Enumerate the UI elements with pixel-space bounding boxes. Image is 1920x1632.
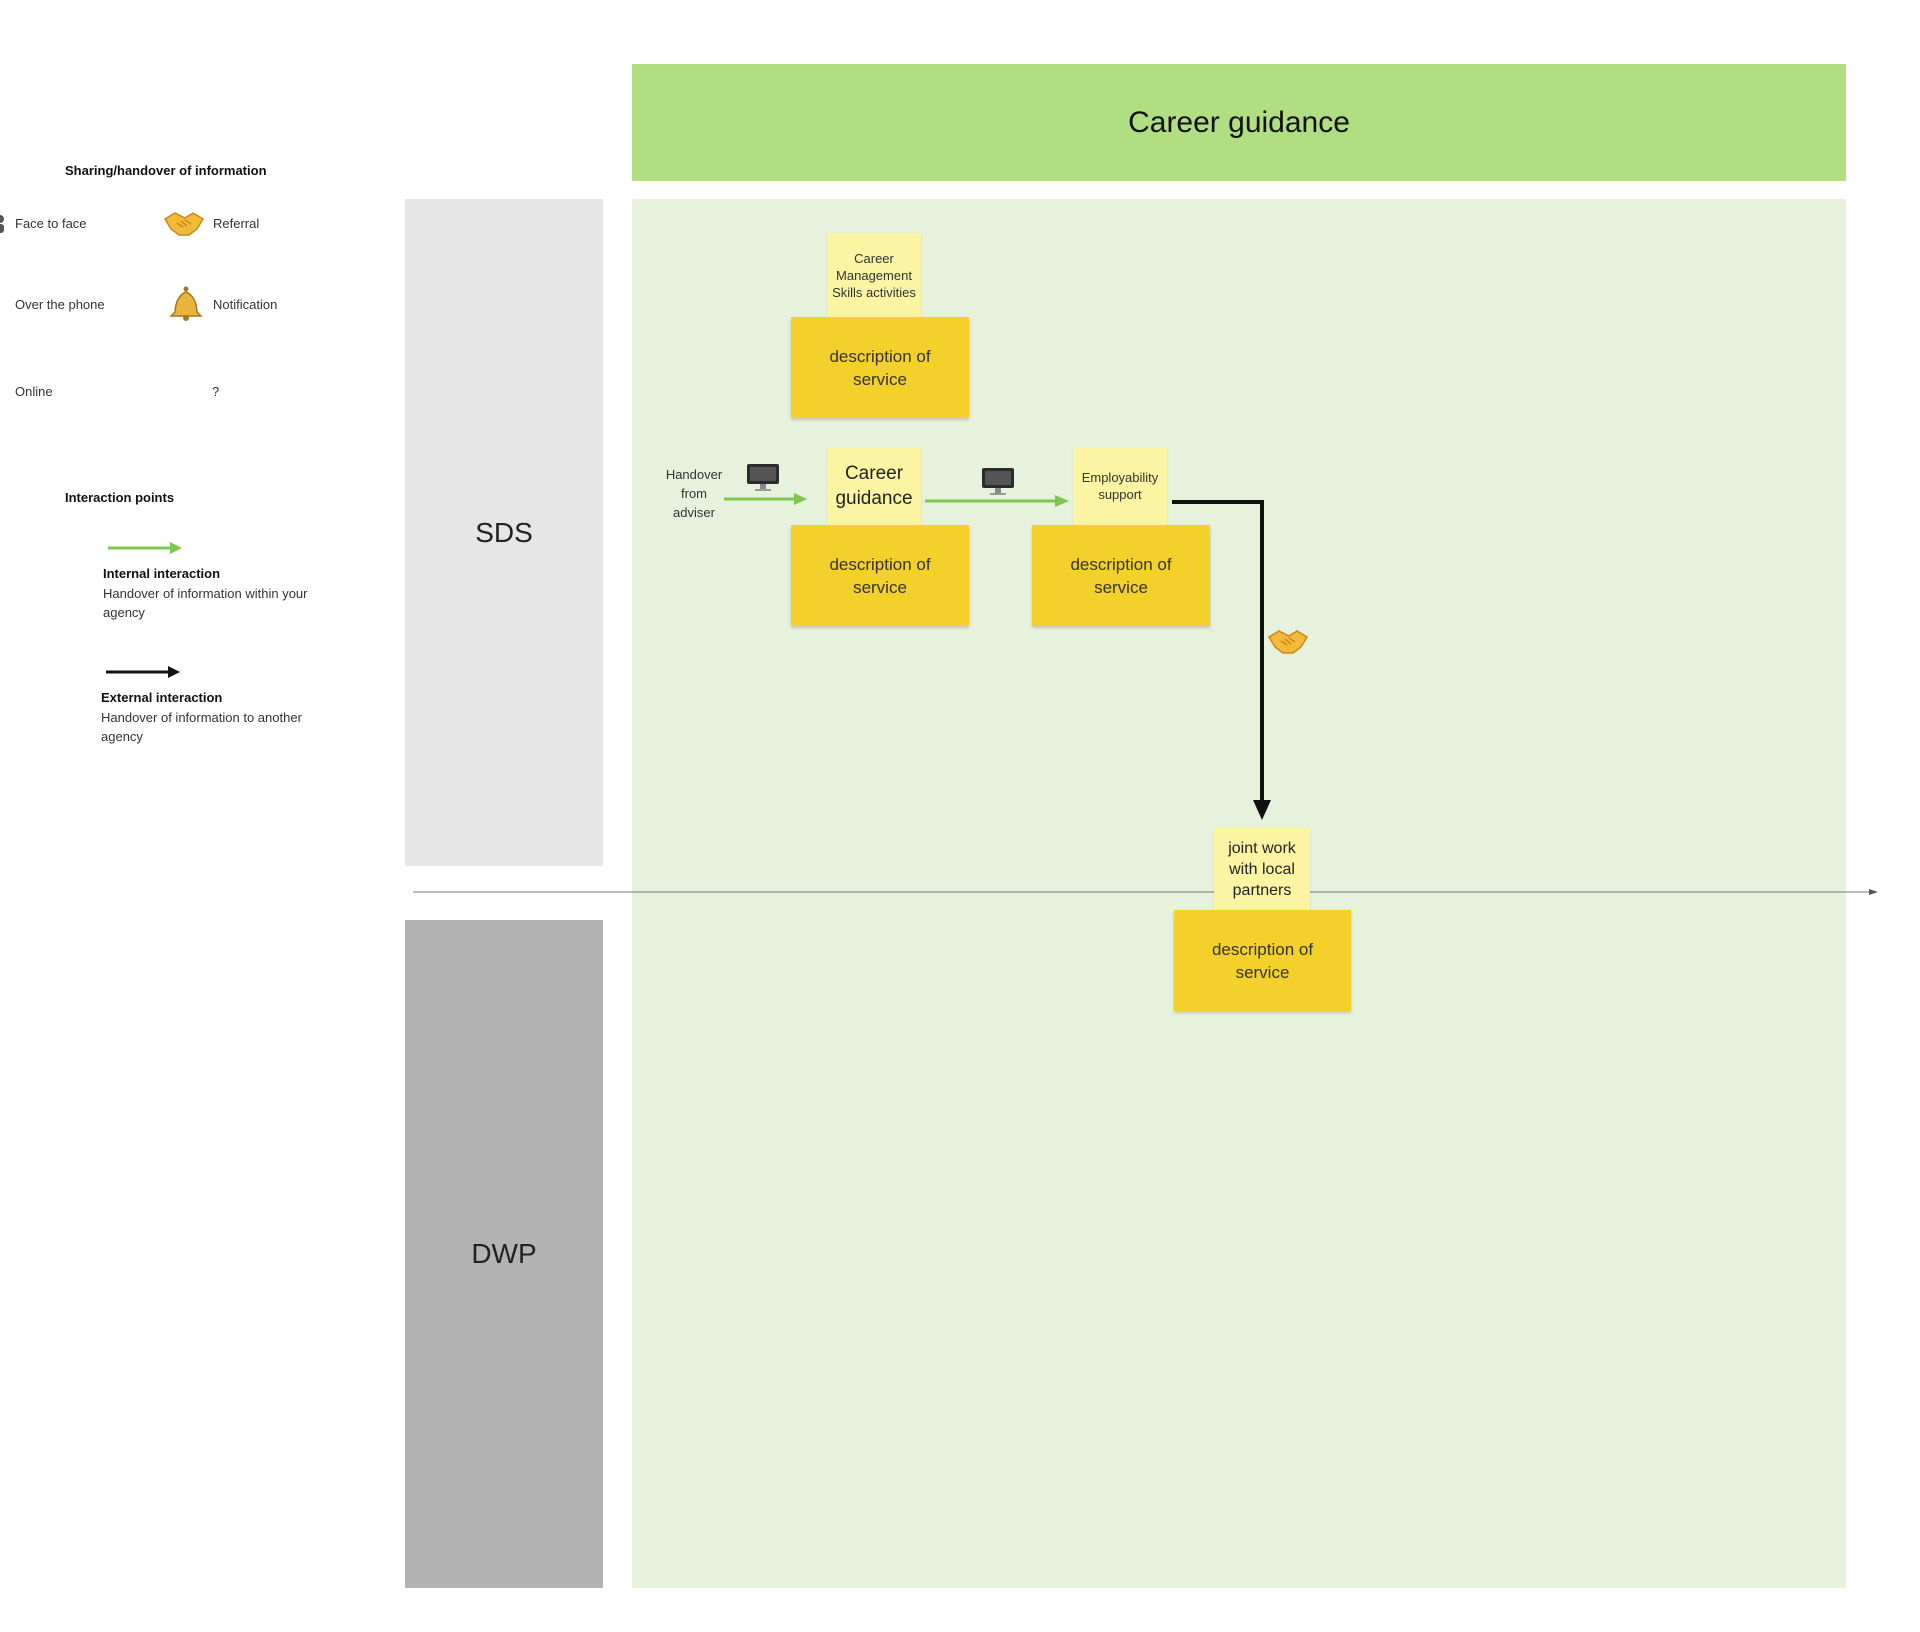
- phone-icon: [0, 298, 4, 318]
- legend-face-to-face: Face to face: [15, 216, 87, 231]
- legend-internal-desc: Handover of information within your agen…: [103, 586, 308, 620]
- legend-notification: Notification: [213, 297, 278, 312]
- lane-separator: [413, 884, 1878, 895]
- legend-over-the-phone: Over the phone: [15, 297, 105, 312]
- handshake-icon: [163, 209, 205, 239]
- handshake-icon: [1267, 627, 1309, 657]
- note-career-management-skills: Career Management Skills activities: [827, 233, 921, 317]
- computer-icon: [0, 376, 4, 400]
- page-title: Career guidance: [632, 64, 1846, 181]
- note-employability-support: Employability support: [1073, 447, 1167, 525]
- legend-external-desc: Handover of information to another agenc…: [101, 710, 302, 744]
- handover-note: Handover from adviser: [665, 467, 723, 520]
- internal-arrow-handover: [724, 492, 808, 506]
- internal-arrow-sample: [108, 541, 183, 555]
- legend-sharing-title: Sharing/handover of information: [65, 163, 267, 178]
- lane-dwp-label: DWP: [471, 1238, 537, 1269]
- service-card-cms: description of service: [791, 317, 969, 418]
- lane-sds-label: SDS: [475, 516, 533, 548]
- service-card-career-guidance: description of service: [791, 525, 969, 626]
- legend-unknown: ?: [212, 384, 220, 399]
- internal-arrow-guidance-to-employability: [925, 494, 1070, 508]
- note-joint-work: joint work with local partners: [1214, 828, 1310, 910]
- legend-internal-title: Internal interaction: [103, 566, 221, 581]
- legend-referral: Referral: [213, 216, 260, 231]
- bell-icon: [167, 286, 205, 322]
- legend-online: Online: [15, 384, 53, 399]
- computer-icon: [745, 462, 781, 494]
- lane-dwp: DWP: [405, 920, 603, 1588]
- legend-external-title: External interaction: [101, 690, 223, 705]
- legend-interaction-title: Interaction points: [65, 490, 175, 505]
- lane-sds: SDS: [405, 199, 603, 866]
- service-card-employability: description of service: [1032, 525, 1210, 626]
- external-arrow-sample: [106, 665, 181, 679]
- note-career-guidance: Career guidance: [827, 447, 921, 525]
- service-card-joint-work: description of service: [1174, 910, 1351, 1011]
- computer-icon: [980, 466, 1016, 498]
- person-icon: [0, 214, 6, 234]
- external-arrow-referral: [1170, 496, 1271, 822]
